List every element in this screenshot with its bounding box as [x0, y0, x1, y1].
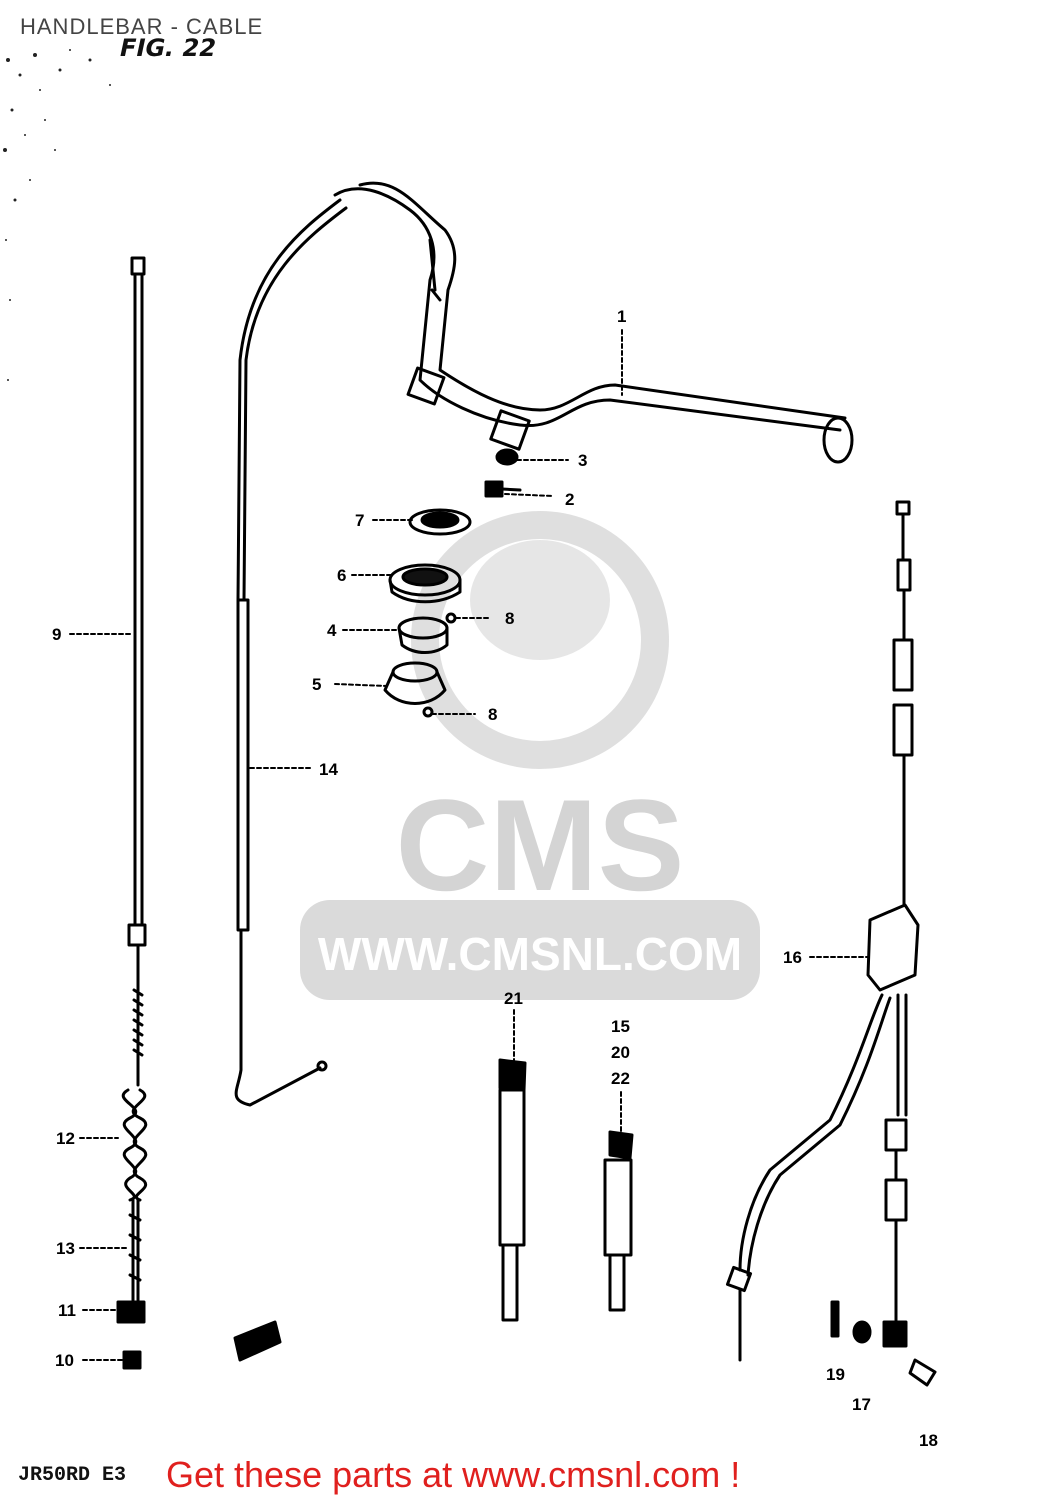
callout-11: 11: [58, 1301, 76, 1320]
part-8-lower: [422, 706, 434, 718]
callout-2: 2: [565, 490, 574, 509]
callout-22: 22: [611, 1069, 630, 1088]
callout-18: 18: [919, 1431, 938, 1450]
part-21: [498, 1058, 527, 1322]
bolt-2: [484, 480, 522, 498]
nut-3: [495, 448, 519, 466]
callout-14: 14: [319, 760, 338, 779]
footer-link[interactable]: Get these parts at www.cmsnl.com !: [166, 1454, 741, 1495]
scan-noise: [3, 49, 111, 381]
part-10: [122, 1350, 142, 1370]
part-8-upper: [445, 612, 457, 624]
cable-9: [127, 256, 147, 1087]
callout-9: 9: [52, 625, 61, 644]
boot-12: [121, 1088, 148, 1202]
part-loose-clip: [233, 1320, 282, 1362]
watermark-url: WWW.CMSNL.COM: [318, 928, 742, 980]
callout-3: 3: [578, 451, 587, 470]
callout-7: 7: [355, 511, 364, 530]
callout-19: 19: [826, 1365, 845, 1384]
part-19: [830, 1300, 840, 1338]
part-17: [852, 1320, 872, 1344]
callout-16: 16: [783, 948, 802, 967]
cable-16: [725, 500, 920, 1362]
callout-1: 1: [617, 307, 626, 326]
part-11: [116, 1300, 146, 1324]
handlebar: [333, 181, 854, 464]
callout-12: 12: [56, 1129, 75, 1148]
part-15-20-22: [603, 1130, 634, 1312]
callout-15: 15: [611, 1017, 630, 1036]
part-4: [397, 616, 449, 654]
cms-watermark: CMS WWW.CMSNL.COM: [300, 511, 760, 1000]
callout-21: 21: [504, 989, 523, 1008]
part-5: [383, 661, 447, 705]
model-code: JR50RD E3: [18, 1464, 127, 1487]
part-7: [408, 508, 472, 536]
callout-17: 17: [852, 1395, 871, 1414]
callout-8-upper: 8: [505, 609, 514, 628]
part-18: [882, 1320, 937, 1387]
diagram-title: HANDLEBAR - CABLE: [20, 14, 264, 39]
callout-20: 20: [611, 1043, 630, 1062]
callout-10: 10: [55, 1351, 74, 1370]
callout-6: 6: [337, 566, 346, 585]
watermark-brand: CMS: [396, 772, 685, 918]
callout-8-lower: 8: [488, 705, 497, 724]
adjuster-13: [128, 1198, 142, 1302]
leader-lines: [69, 329, 869, 1361]
cable-14: [234, 198, 348, 1107]
callout-13: 13: [56, 1239, 75, 1258]
callout-5: 5: [312, 675, 321, 694]
part-6: [388, 563, 462, 604]
callout-4: 4: [327, 621, 337, 640]
